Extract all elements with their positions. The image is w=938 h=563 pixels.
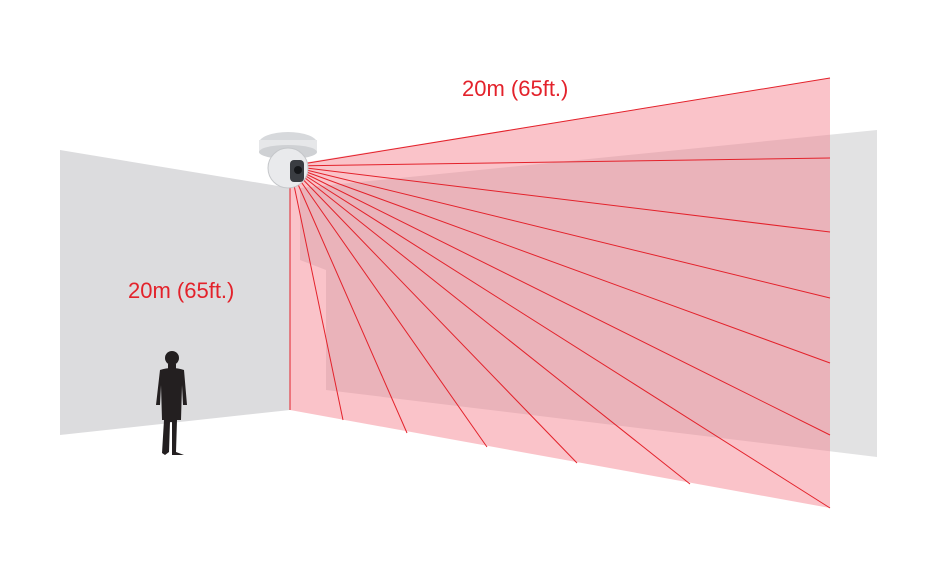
coverage-ray: [289, 165, 831, 509]
coverage-ray: [289, 165, 344, 421]
coverage-ray: [289, 165, 831, 233]
coverage-ray: [289, 77, 831, 167]
back-wall: [300, 130, 877, 457]
coverage-ray: [289, 165, 408, 434]
coverage-ray: [289, 165, 578, 464]
left-wall: [60, 150, 290, 435]
coverage-ray: [289, 165, 831, 364]
coverage-ray: [289, 165, 831, 436]
coverage-ray: [289, 157, 831, 167]
vertical-range-label: 20m (65ft.): [128, 278, 235, 303]
coverage-rays: [289, 77, 831, 509]
coverage-ray: [289, 165, 488, 448]
horizontal-range-label: 20m (65ft.): [462, 76, 569, 101]
coverage-beam: [290, 78, 830, 508]
coverage-ray: [289, 165, 831, 299]
coverage-ray: [289, 165, 691, 485]
dome-camera-icon: [259, 132, 317, 189]
person-silhouette-icon: [156, 351, 187, 455]
